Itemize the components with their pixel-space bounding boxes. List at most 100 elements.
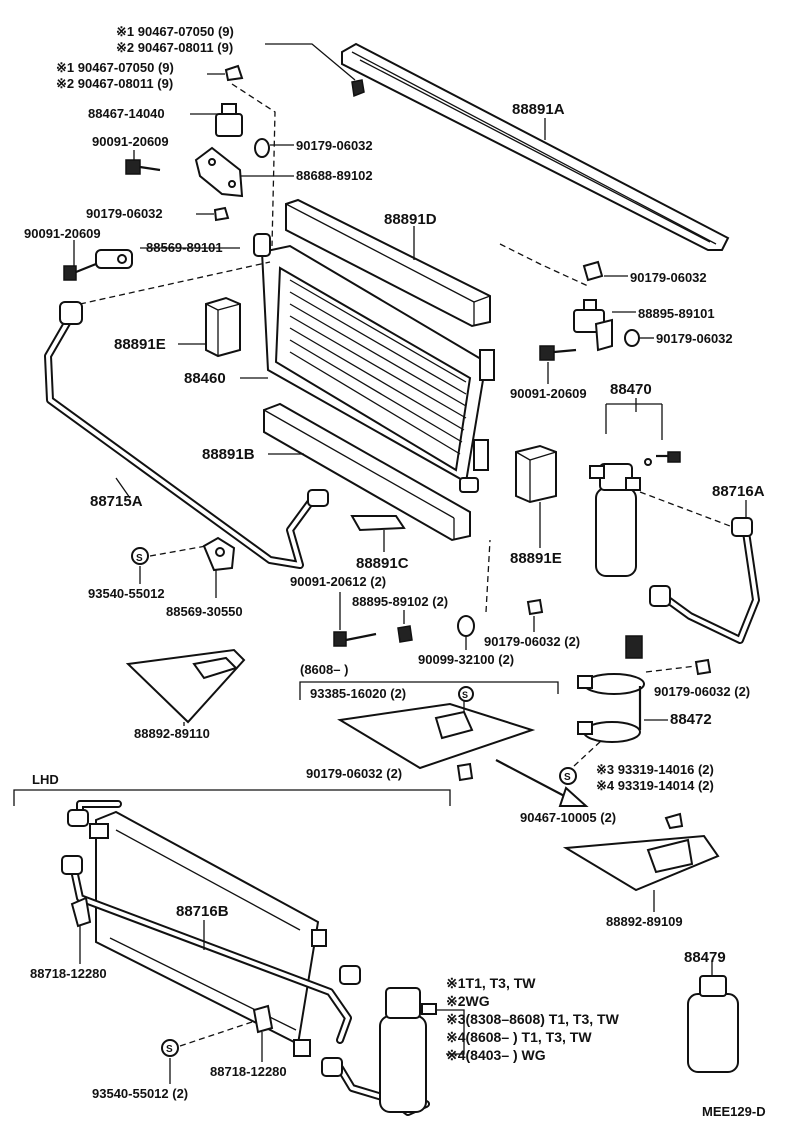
label-p41: 88718-12280 <box>210 1064 287 1079</box>
label-p38: 88892-89109 <box>606 914 683 929</box>
bolt-small-88470 <box>656 451 681 463</box>
nut-90179-g <box>694 658 712 676</box>
label-p14: 88891B <box>202 446 255 463</box>
nut-88895-89102 <box>397 625 413 643</box>
seal-88891e-right <box>515 444 557 504</box>
note-2: ※2WG <box>446 993 490 1009</box>
condenser-lhd <box>89 810 327 1057</box>
seal-88891e-left <box>205 296 241 358</box>
svg-text:S: S <box>564 772 571 783</box>
dash-mount-2 <box>79 261 271 305</box>
dash-93319 <box>573 739 603 767</box>
label-p19: 90091-20609 <box>510 386 587 401</box>
label-p7: 90179-06032 <box>86 206 163 221</box>
condenser-88460 <box>253 233 495 493</box>
collar-90099 <box>457 615 475 637</box>
leader-88715a <box>115 477 131 499</box>
nut-90179-e <box>526 598 544 616</box>
label-p20: 88470 <box>610 381 652 398</box>
label-p39: 88716B <box>176 903 229 920</box>
clip-small <box>224 64 244 82</box>
bracket-range-line <box>299 681 559 700</box>
label-p1a: ※1 90467-07050 (9) <box>116 24 234 39</box>
label-p17: 88895-89101 <box>638 306 715 321</box>
dash-93540-lhd <box>179 1021 253 1047</box>
note-1: ※1T1, T3, TW <box>446 975 536 991</box>
label-p6: 88688-89102 <box>296 168 373 183</box>
label-p40: 88718-12280 <box>30 966 107 981</box>
clamp-88569-30550 <box>202 536 236 572</box>
label-p36a: ※3 93319-14016 (2) <box>596 762 714 777</box>
desiccant-88479 <box>687 975 739 1073</box>
label-p26: 90091-20612 (2) <box>290 574 386 589</box>
shield-88892-89109 <box>562 834 720 892</box>
dash-93540-left <box>149 545 207 557</box>
pipe-88715a <box>44 301 329 569</box>
label-p22: 88891E <box>510 550 562 567</box>
label-lhd: LHD <box>32 772 59 787</box>
leader-clip-top <box>265 43 356 81</box>
dash-90179-g <box>645 665 697 673</box>
label-p34: 88892-89110 <box>134 726 210 741</box>
label-p12: 88891E <box>114 336 166 353</box>
nut-90179-f <box>456 762 474 782</box>
leader-88470 <box>605 398 663 440</box>
clip-93540-left: S <box>131 547 149 565</box>
bolt-90091-b <box>63 262 97 281</box>
label-p10: 88891A <box>512 101 565 118</box>
bolt-90091-c <box>539 345 577 361</box>
label-p36b: ※4 93319-14014 (2) <box>596 778 714 793</box>
svg-text:S: S <box>462 690 468 700</box>
label-p13: 88460 <box>184 370 226 387</box>
bolt-90091-20612 <box>333 631 377 647</box>
label-p2b: ※2 90467-08011 (9) <box>56 76 173 91</box>
screw-93319: S <box>559 767 577 785</box>
clip-93540-lhd: S <box>161 1039 179 1057</box>
dash-mount-3 <box>499 243 589 287</box>
assembly-arrow <box>495 759 589 807</box>
lhd-range-line <box>13 789 451 806</box>
label-p32: 90179-06032 (2) <box>306 766 402 781</box>
dash-88716a <box>639 491 731 527</box>
label-p9: 88569-89101 <box>146 240 223 255</box>
label-p24: 93540-55012 <box>88 586 165 601</box>
label-p3: 88467-14040 <box>88 106 165 121</box>
label-p35: 90179-06032 (2) <box>654 684 750 699</box>
nut-90179-b <box>213 206 230 222</box>
label-p8: 90091-20609 <box>24 226 101 241</box>
label-p33: 88472 <box>670 711 712 728</box>
clip-93385: S <box>458 686 474 702</box>
receiver-88470 <box>589 463 641 577</box>
svg-text:S: S <box>166 1044 173 1055</box>
bracket-88688 <box>194 146 244 198</box>
label-p25: 88569-30550 <box>166 604 243 619</box>
note-5: ※4(8403– ) WG <box>446 1047 546 1063</box>
shield-88892-89110 <box>125 648 246 724</box>
label-p1b: ※2 90467-08011 (9) <box>116 40 233 55</box>
svg-text:S: S <box>136 553 143 564</box>
note-4: ※4(8608– ) T1, T3, TW <box>446 1029 592 1045</box>
label-p21: 88716A <box>712 483 765 500</box>
dash-mount-1 <box>231 83 276 247</box>
label-p31: 93385-16020 (2) <box>310 686 406 701</box>
grommet-90179-a <box>254 138 270 158</box>
label-diagram-code: MEE129-D <box>702 1104 766 1119</box>
seal-block-88891b <box>263 402 471 542</box>
leader-notes-bracket <box>436 1009 465 1055</box>
note-3: ※3(8308–8608) T1, T3, TW <box>446 1011 620 1027</box>
label-p43: 88479 <box>684 949 726 966</box>
clamp-88718-left <box>70 896 92 928</box>
label-p4: 90091-20609 <box>92 134 169 149</box>
label-p23: 88891C <box>356 555 409 572</box>
mount-88895-89101 <box>573 299 613 352</box>
grommet-90179-d <box>624 329 640 347</box>
clip-90467-10005 <box>664 812 684 830</box>
label-p28: 90179-06032 (2) <box>484 634 580 649</box>
label-p11: 88891D <box>384 211 437 228</box>
nut-90179-c <box>582 260 604 282</box>
seal-strip-88891a <box>341 42 730 251</box>
label-p15: 88715A <box>90 493 143 510</box>
label-p30: (8608– ) <box>300 662 348 677</box>
label-p42: 93540-55012 (2) <box>92 1086 188 1101</box>
